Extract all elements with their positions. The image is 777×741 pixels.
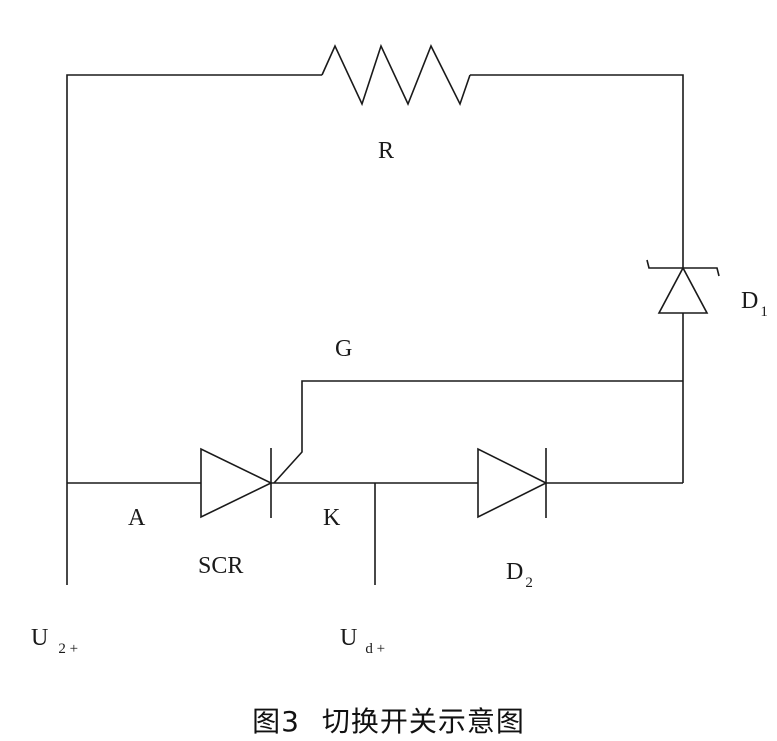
- resistor-label: R: [378, 138, 395, 164]
- resistor-zigzag: [321, 43, 471, 107]
- diode-d1-letter: D: [741, 288, 759, 314]
- diode-d1-subscript: 1: [760, 304, 768, 320]
- anode-label: A: [128, 505, 146, 531]
- top-wire-right: [470, 74, 684, 268]
- top-wire-left: [66, 74, 322, 483]
- caption-number: 图3: [252, 705, 300, 738]
- diode-d2-subscript: 2: [525, 575, 533, 591]
- caption-title: 切换开关示意图: [321, 705, 525, 738]
- u2-label: U 2 +: [31, 625, 78, 657]
- cathode-label: K: [323, 505, 341, 531]
- gate-wire: [273, 380, 683, 484]
- diode-d2-letter: D: [506, 559, 524, 585]
- figure-caption: 图3 切换开关示意图: [0, 700, 777, 740]
- ud-subscript: d +: [365, 641, 386, 657]
- diode-d2-symbol: [477, 447, 548, 519]
- ud-letter: U: [340, 625, 358, 651]
- diode-d1-bar: [646, 259, 720, 277]
- u2-letter: U: [31, 625, 49, 651]
- scr-label: SCR: [198, 553, 244, 579]
- u2-subscript: 2 +: [58, 641, 79, 657]
- scr-symbol: [200, 447, 273, 519]
- gate-label: G: [335, 336, 353, 362]
- diode-d1-symbol: [657, 266, 709, 314]
